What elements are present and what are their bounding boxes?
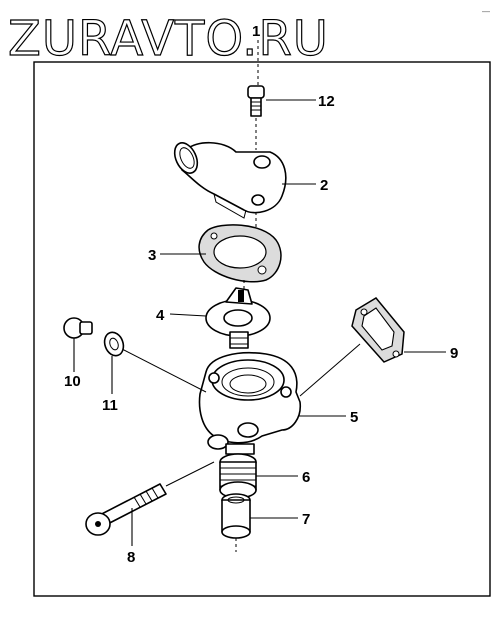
part-12-bolt bbox=[247, 85, 265, 117]
part-4-thermostat bbox=[205, 287, 271, 349]
axis-8-housing bbox=[165, 461, 215, 487]
callout-12: 12 bbox=[318, 93, 335, 110]
part-7-sleeve bbox=[221, 493, 251, 539]
part-10-plug bbox=[63, 317, 93, 339]
callout-9: 9 bbox=[450, 345, 458, 362]
callout-3: 3 bbox=[148, 247, 156, 264]
part-8-bolt bbox=[85, 483, 167, 536]
part-3-gasket bbox=[198, 224, 282, 283]
callout-8: 8 bbox=[127, 549, 135, 566]
callout-5: 5 bbox=[350, 409, 358, 426]
callout-6: 6 bbox=[302, 469, 310, 486]
watermark-text: ZURAVTO.RU bbox=[8, 11, 329, 67]
leader-9-housing bbox=[299, 343, 361, 397]
leader-11-housing bbox=[119, 347, 207, 393]
part-9-gasket bbox=[351, 297, 405, 363]
corner-mark: — bbox=[482, 7, 490, 16]
callout-7: 7 bbox=[302, 511, 310, 528]
part-5-housing-body bbox=[198, 352, 302, 455]
callout-11: 11 bbox=[102, 397, 118, 414]
callout-1: 1 bbox=[252, 23, 260, 40]
part-6-spring bbox=[219, 453, 257, 499]
callout-2: 2 bbox=[320, 177, 328, 194]
part-2-outlet-housing bbox=[173, 141, 287, 219]
part-11-washer bbox=[103, 331, 125, 357]
diagram-frame bbox=[33, 61, 491, 597]
leader-4 bbox=[169, 313, 207, 317]
callout-10: 10 bbox=[64, 373, 81, 390]
callout-4: 4 bbox=[156, 307, 165, 324]
